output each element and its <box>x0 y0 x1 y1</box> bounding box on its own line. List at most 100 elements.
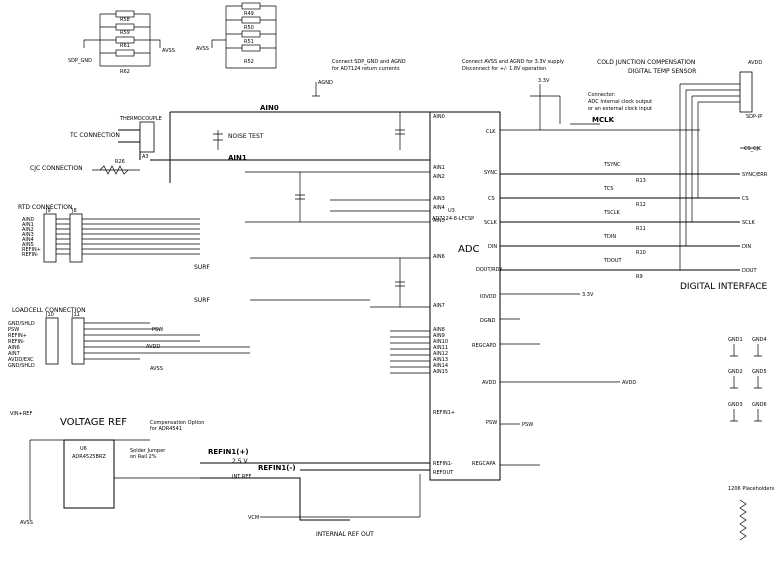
net-sclk: SCLK <box>742 220 755 226</box>
r62-label: R62 <box>120 69 130 75</box>
mclk-label: MCLK <box>592 116 615 124</box>
pin-ain9: AIN9 <box>433 333 445 339</box>
rtd-pin-ain4: AIN4 <box>22 237 34 243</box>
pin-ain7: AIN7 <box>433 303 445 309</box>
pin-ain14: AIN14 <box>433 363 448 369</box>
resistor-network-right: R49 R50 R51 R52 AVSS <box>196 2 277 69</box>
digital-interface-label: DIGITAL INTERFACE <box>680 282 768 292</box>
net-cs: CS <box>742 196 749 202</box>
r61-label: R61 <box>120 43 130 49</box>
tsclk-label: TSCLK <box>603 210 621 216</box>
agnd-label: AGND <box>318 80 333 86</box>
rtd-pin-refinm: REFIN- <box>22 252 39 258</box>
pin-regcapd: REGCAPD <box>472 343 496 349</box>
ain0-label: AIN0 <box>260 104 279 112</box>
placeholders-label: 1206 Placeholders <box>728 486 775 492</box>
pin-iovdd: IOVDD <box>480 294 497 300</box>
pin-ain8: AIN8 <box>433 327 445 333</box>
pin-avdd: AVDD <box>482 380 496 386</box>
pin-sync: SYNC <box>484 170 498 176</box>
rtd-pin-ain2: AIN2 <box>22 227 34 233</box>
a3-label: A3 <box>142 154 149 160</box>
refin1-plus-label: REFIN1(+) <box>208 448 249 456</box>
sdp-ip-label: SDP-IP <box>746 114 762 120</box>
gnd-tiepoints: GND1 GND4 GND2 GND5 GND3 GND6 <box>728 337 767 422</box>
cold-junction-1: COLD JUNCTION COMPENSATION <box>597 59 695 66</box>
sdp-avdd: AVDD <box>748 60 762 66</box>
adc-left-pins: AIN0 AIN1 AIN2 AIN3 AIN4 AIN5 AIN6 AIN7 … <box>433 114 455 476</box>
pin-dout: DOUT/RDY <box>476 267 503 273</box>
tsync-label: TSYNC <box>603 162 621 168</box>
r58-label: R58 <box>120 17 130 23</box>
vcm-wire <box>260 474 421 518</box>
voltage-ref-label: VOLTAGE REF <box>60 417 127 428</box>
c30-cap <box>295 172 305 222</box>
u3-name: AD7124-8-LFCSP <box>432 216 474 222</box>
r9-label: R9 <box>636 274 643 280</box>
lc-pin-psw: PSW <box>8 327 19 333</box>
pin-cs: CS <box>488 196 495 202</box>
pin-ain15: AIN15 <box>433 369 448 375</box>
solder-jumper: Solder Jumper <box>130 448 166 454</box>
pin-ain12: AIN12 <box>433 351 448 357</box>
rtd-connectors: J9 J8 AIN0 AIN1 AIN2 AIN3 AIN4 AIN5 REFI… <box>22 208 200 263</box>
gnd6-label: GND6 <box>752 402 767 408</box>
pin-dgnd: DGND <box>480 318 495 324</box>
pin-ain0: AIN0 <box>433 114 445 120</box>
iovdd-net: 3.3V <box>582 292 594 298</box>
r59-label: R59 <box>120 30 130 36</box>
ain6-wires <box>250 257 430 308</box>
internal-ref-out-label: INTERNAL REF OUT <box>316 531 374 538</box>
pin-din: DIN <box>488 244 497 250</box>
c25-cap <box>395 258 405 307</box>
u3-label: U3 <box>448 208 455 214</box>
cjc-connection-label: CJC CONNECTION <box>30 165 83 172</box>
c23-cap <box>395 112 405 150</box>
int-ref-volt: 2.5 V <box>232 458 248 465</box>
ain2-wires <box>245 171 430 223</box>
clk-note: ADC Internal clock output <box>588 99 652 105</box>
gnd2-label: GND2 <box>728 369 743 375</box>
adc-ain-list: AIN8 AIN9 AIN10 AIN11 AIN12 AIN13 AIN14 … <box>433 327 448 375</box>
comp-option2: for ADR4541 <box>150 426 182 432</box>
digital-lines: TSYNC TCS TSCLK TDIN TDOUT R13 R12 R11 R… <box>500 162 768 280</box>
adc-chip-u3: U3 AD7124-8-LFCSP ADC AIN0 AIN1 AIN2 AIN… <box>429 111 503 481</box>
note-avss: Connect AVSS and AGND for 3.3V supply <box>462 59 564 65</box>
cold-junction-2: DIGITAL TEMP SENSOR <box>628 68 696 75</box>
j9-label: J9 <box>45 208 51 214</box>
pin-ain3: AIN3 <box>433 196 445 202</box>
pin-ain6: AIN6 <box>433 254 445 260</box>
tcs-label: TCS <box>603 186 613 192</box>
adc-right-pins: CLK SYNC CS SCLK DIN DOUT/RDY IOVDD DGND… <box>472 129 503 467</box>
r13-label: R13 <box>636 178 646 184</box>
ain1-label: AIN1 <box>228 154 247 162</box>
u6-label: U6 <box>80 446 87 452</box>
pin-ain4: AIN4 <box>433 205 445 211</box>
refin-wires <box>200 462 430 521</box>
lc-avss-net: AVSS <box>150 366 163 372</box>
noise-test-label: NOISE TEST <box>228 133 264 140</box>
int-ref-label: INT REF <box>232 474 251 480</box>
lc-psw-net: PSW <box>152 327 163 333</box>
thermocouple-label: THERMOCOUPLE <box>119 116 162 122</box>
surf-top-label: SURF <box>194 264 210 271</box>
r50-label: R50 <box>244 25 254 31</box>
pin-sclk: SCLK <box>484 220 497 226</box>
avss-top-label: AVSS <box>162 48 175 54</box>
pin-psw: PSW <box>486 420 497 426</box>
gnd1-label: GND1 <box>728 337 743 343</box>
pin-ain5: AIN5 <box>433 218 445 224</box>
thermocouple-a3: THERMOCOUPLE A3 <box>119 116 162 160</box>
loadcell-connection-label: LOADCELL CONNECTION <box>12 307 86 314</box>
rtd-pin-ain1: AIN1 <box>22 222 34 228</box>
psw-net: PSW <box>522 422 533 428</box>
tdin-label: TDIN <box>603 234 616 240</box>
vcm-label: VCM <box>248 515 259 521</box>
pin-refin1p: REFIN1+ <box>433 410 455 416</box>
lc-pin-gnd2: GND/SHLD <box>8 363 35 369</box>
tc-connection-label: TC CONNECTION <box>69 132 120 139</box>
connector-note: Connector: <box>588 92 616 98</box>
gnd5-label: GND5 <box>752 369 767 375</box>
net-dout: DOUT <box>742 268 757 274</box>
lc-pin-refinp: REFIN+ <box>8 333 27 339</box>
